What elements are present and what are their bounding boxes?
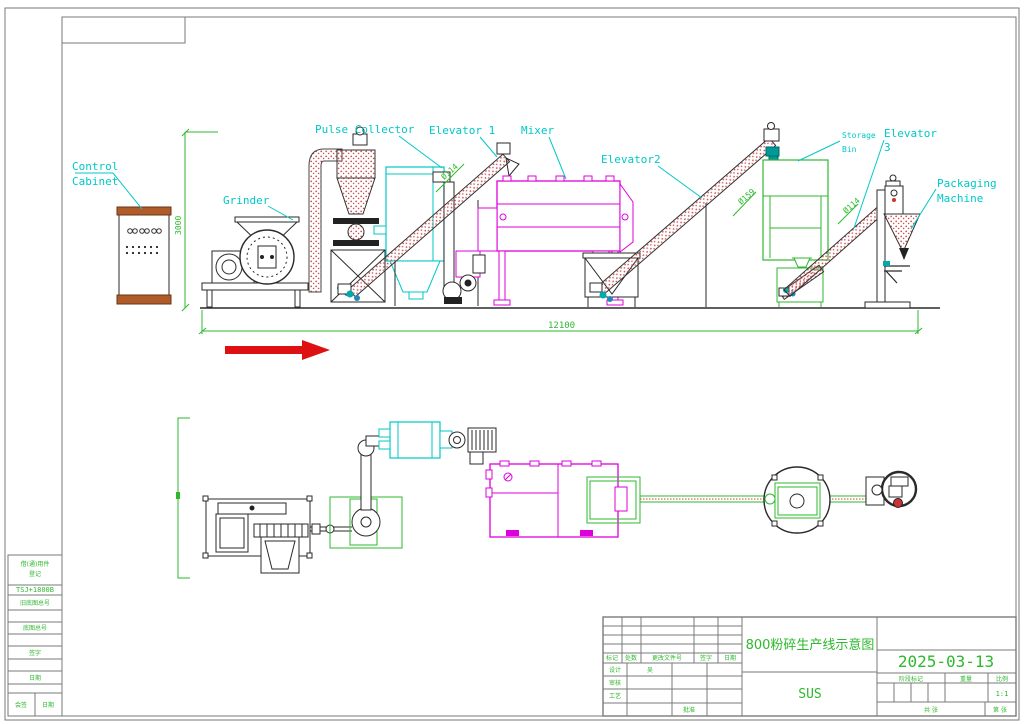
label-control-cabinet-line1: Control	[72, 160, 118, 173]
elevator2-drawing	[582, 122, 780, 307]
leader-control-cabinet	[75, 172, 143, 210]
label-elevator1: Elevator 1 Ø114	[429, 124, 498, 193]
label-grinder-text: Grinder	[223, 194, 270, 207]
tb-col-mark: 标记	[606, 654, 618, 662]
strip-bottom-right: 日期	[42, 701, 54, 709]
label-pulse-collector-text: Pulse Collector	[315, 123, 415, 136]
label-packaging-line1: Packaging	[937, 177, 997, 190]
label-control-cabinet: Control Cabinet	[72, 160, 143, 210]
tb-row-approve: 批准	[683, 706, 695, 714]
title-block: 标记 处数 更改文件号 签字 日期 设计 吴 审核 工艺 批准 800粉碎生产线…	[602, 616, 1017, 717]
label-elevator2-text: Elevator2	[601, 153, 661, 166]
grinder-plan	[202, 495, 352, 574]
sheet-border	[4, 7, 1020, 721]
strip-old-base-no: 旧底图总号	[20, 599, 50, 607]
tb-material: SUS	[798, 687, 821, 702]
strip-bottom-left: 会签	[15, 701, 27, 709]
dimension-height: 3000	[174, 128, 218, 312]
tb-sheet-total: 共 张	[924, 706, 938, 714]
strip-base-no: 底图总号	[23, 624, 47, 632]
tb-row-design: 设计	[609, 666, 621, 674]
label-control-cabinet-line2: Cabinet	[72, 175, 118, 188]
side-strip-table: 借(通)用件 登记 TSJ+1800B 旧底图总号 底图总号 签字 日期 会签 …	[7, 554, 63, 717]
storage-bin-plan	[763, 466, 831, 534]
elevator2-diameter-text: Ø159	[736, 186, 757, 206]
label-mixer: Mixer	[521, 124, 567, 180]
tb-col-count: 处数	[625, 654, 637, 662]
tb-drawing-title: 800粉碎生产线示意图	[746, 637, 875, 653]
tb-stage-mark: 阶段标记	[899, 675, 923, 683]
leader-elevator3	[853, 139, 885, 229]
control-cabinet-drawing	[116, 206, 172, 305]
strip-borrow-line2: 登记	[29, 570, 41, 578]
strip-borrow-line1: 借(通)用件	[21, 560, 50, 568]
tb-row-design-sign: 吴	[647, 667, 653, 674]
elevator1-drawing	[337, 142, 520, 306]
leader-grinder	[267, 205, 294, 221]
tb-date: 2025-03-13	[898, 652, 994, 671]
strip-drawing-code: TSJ+1800B	[16, 586, 54, 594]
tb-sheet-no: 第 张	[993, 706, 1007, 714]
mixer-drawing	[455, 175, 634, 306]
tb-col-date: 日期	[724, 654, 736, 662]
leader-storage-bin	[797, 140, 841, 162]
tb-weight: 重量	[960, 675, 972, 683]
label-storage-bin-line1: Storage	[842, 131, 876, 140]
label-grinder: Grinder	[223, 194, 294, 221]
tb-row-check: 审核	[609, 679, 621, 687]
cyclone-plan	[329, 435, 403, 549]
leader-elevator2	[657, 165, 703, 199]
label-pulse-collector: Pulse Collector	[315, 123, 443, 169]
grinder-drawing	[201, 216, 309, 308]
leader-packaging-machine	[910, 188, 937, 230]
leader-elevator1	[479, 136, 498, 158]
packaging-plan	[865, 470, 918, 508]
label-storage-bin-line2: Bin	[842, 145, 857, 154]
dimension-total-length-text: 12100	[548, 321, 575, 331]
leader-pulse-collector	[398, 135, 443, 169]
storage-bin-drawing	[762, 159, 829, 307]
plan-view	[176, 417, 918, 579]
dust-collector-plan	[378, 421, 497, 465]
label-elevator3-line1: Elevator	[884, 127, 937, 140]
pulse-collector-drawing	[308, 126, 462, 304]
label-storage-bin: Storage Bin	[797, 131, 876, 162]
tb-col-sign: 签字	[700, 654, 712, 662]
dimension-total-length: 12100	[198, 310, 923, 335]
strip-sign: 签字	[29, 649, 41, 657]
mixer-plan	[485, 460, 641, 538]
strip-date: 日期	[29, 674, 41, 682]
tb-scale-value: 1:1	[996, 690, 1009, 698]
dimension-height-text: 3000	[174, 216, 183, 235]
packaging-machine-drawing	[864, 185, 921, 309]
label-elevator1-text: Elevator 1	[429, 124, 495, 137]
label-mixer-text: Mixer	[521, 124, 554, 137]
label-packaging-line2: Machine	[937, 192, 983, 205]
tb-scale-label: 比例	[996, 675, 1008, 683]
label-packaging-machine: Packaging Machine	[910, 177, 997, 230]
flow-direction-arrow	[225, 340, 330, 360]
label-elevator3-line2: 3	[884, 141, 891, 154]
tb-col-change-doc: 更改文件号	[652, 654, 682, 662]
tb-row-process: 工艺	[609, 692, 621, 700]
leader-mixer	[548, 136, 567, 180]
